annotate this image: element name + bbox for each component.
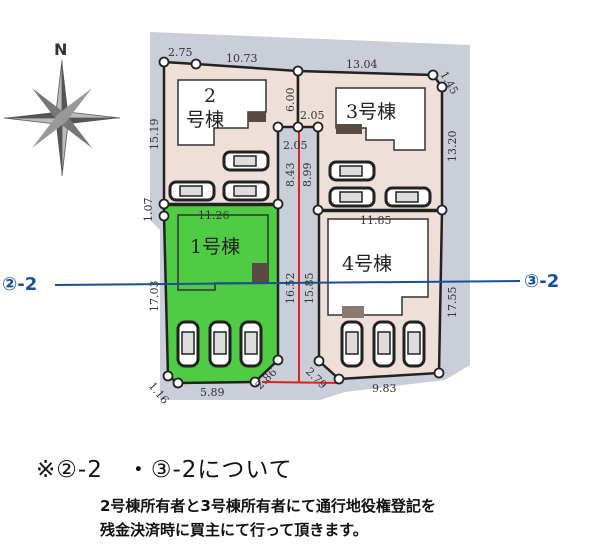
boundary-marker	[312, 204, 324, 216]
boundary-marker	[436, 81, 448, 93]
entrance-3	[336, 124, 362, 134]
boundary-markers	[158, 56, 448, 389]
note-line-2: 残金決済時に買主にて行って頂きます。	[100, 521, 368, 539]
note-title: ※②-2 ・③-2について	[36, 457, 293, 483]
dim: 11.26	[198, 209, 230, 222]
compass-icon	[3, 59, 121, 177]
dim: 15.19	[148, 119, 161, 151]
car-icon	[372, 320, 396, 368]
boundary-marker	[272, 121, 284, 133]
dim: 6.00	[284, 88, 297, 113]
dim: 15.85	[303, 273, 316, 305]
dim: 9.83	[372, 382, 397, 395]
entrance-4	[342, 306, 364, 318]
lot-1-label: 1号棟	[190, 236, 240, 258]
entrance-2	[248, 112, 266, 122]
boundary-marker	[158, 210, 170, 222]
boundary-marker	[272, 354, 284, 366]
car-icon	[402, 320, 426, 368]
dim: 2.05	[283, 139, 308, 152]
boundary-marker	[427, 69, 439, 81]
lot-2-label: 2	[204, 85, 216, 107]
boundary-marker	[162, 370, 174, 382]
lot-4-label: 4号棟	[342, 253, 392, 275]
car-icon	[239, 320, 263, 368]
boundary-marker	[333, 373, 345, 385]
dim: 8.99	[301, 163, 314, 188]
dim: 1.07	[142, 198, 155, 223]
boundary-marker	[433, 367, 445, 379]
lot-2-label-2: 号棟	[186, 109, 224, 131]
dim: 2.75	[168, 46, 193, 59]
boundary-marker	[158, 56, 170, 68]
boundary-marker	[292, 121, 304, 133]
boundary-marker	[313, 355, 325, 367]
entrance-1	[252, 263, 268, 283]
car-icon	[222, 180, 270, 202]
car-icon	[340, 320, 364, 368]
boundary-marker	[272, 198, 284, 210]
boundary-marker	[190, 58, 202, 70]
dim: 11.85	[360, 214, 392, 227]
dim: 2.05	[300, 109, 325, 122]
boundary-marker	[436, 204, 448, 216]
note-line-1: 2号棟所有者と3号棟所有者にて通行地役権登記を	[100, 497, 436, 515]
dim: 13.04	[346, 58, 378, 71]
dim: 10.73	[226, 52, 258, 65]
dim: 17.03	[148, 281, 161, 313]
north-label: N	[54, 40, 67, 59]
dim: 5.89	[200, 386, 225, 399]
dim: 13.20	[446, 131, 459, 163]
boundary-line-bottom	[261, 381, 343, 384]
car-icon	[222, 150, 270, 172]
house-4	[327, 218, 429, 316]
section-label-left: ②-2	[2, 274, 37, 295]
car-icon	[208, 320, 232, 368]
section-label-right: ③-2	[524, 271, 559, 292]
dim: 17.55	[446, 287, 459, 319]
boundary-marker	[172, 377, 184, 389]
boundary-marker	[292, 65, 304, 77]
parking-cars	[168, 150, 432, 368]
house-2	[177, 79, 267, 146]
section-line	[54, 280, 521, 286]
car-icon	[328, 186, 376, 208]
car-icon	[328, 160, 376, 182]
lot-3-label: 3号棟	[346, 101, 396, 123]
car-icon	[176, 320, 200, 368]
car-icon	[168, 180, 216, 202]
dim: 8.43	[284, 163, 297, 188]
car-icon	[384, 186, 432, 208]
boundary-marker	[158, 198, 170, 210]
dim: 16.52	[284, 273, 297, 305]
boundary-marker	[312, 121, 324, 133]
boundary-marker	[249, 376, 261, 388]
